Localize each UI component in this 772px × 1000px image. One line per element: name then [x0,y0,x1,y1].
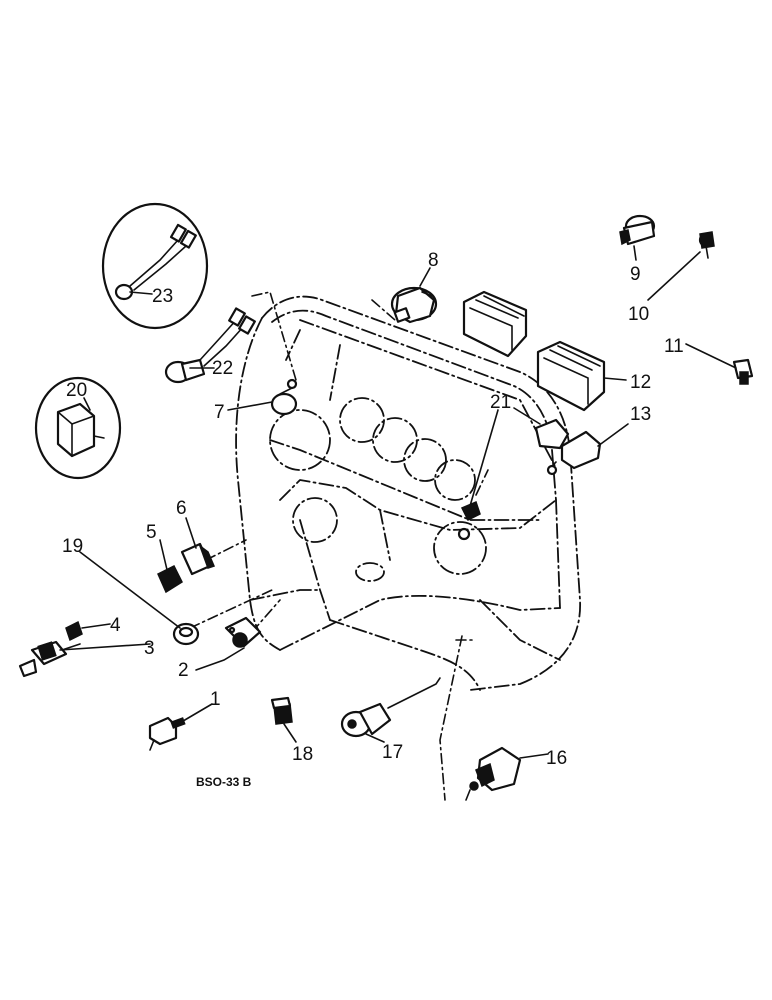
part-6-switch [180,542,216,576]
part-4-knob [65,620,83,642]
callout-10: 10 [628,304,649,325]
callout-8: 8 [428,250,439,271]
callout-5: 5 [146,522,157,543]
part-5-boot [157,564,183,594]
callout-18: 18 [292,744,313,765]
callout-23: 23 [152,286,173,307]
part-19-plug [172,622,200,646]
part-1-pressure-switch [148,716,186,751]
part-3-key-switch [18,640,81,678]
part-10-sender [698,231,715,259]
part-2-flange-socket [224,616,262,648]
part-12-module [462,290,606,412]
instrument-panel-housing [189,291,581,801]
part-9-oil-pressure-sender [619,214,656,246]
figure-code: BSO-33 B [196,775,252,789]
part-17-rotary-switch [340,677,441,738]
callout-12: 12 [630,372,651,393]
part-20-flasher-unit [34,376,122,480]
callout-leaders [59,245,737,759]
callout-labels: 1 2 3 4 5 6 7 8 9 10 11 12 13 16 17 18 1… [62,250,684,789]
callout-16: 16 [546,748,567,769]
callout-21: 21 [490,392,511,413]
callout-20: 20 [66,380,87,401]
callout-6: 6 [176,498,187,519]
part-13-switch [546,430,602,476]
part-11-switch [732,358,754,385]
callout-9: 9 [630,264,641,285]
callout-22: 22 [212,358,233,379]
part-7-lamp-holder [270,378,298,416]
part-8-gauge [390,286,438,324]
callout-4: 4 [110,615,121,636]
callout-11: 11 [664,336,684,357]
part-23-lamp-harness [101,202,209,330]
callout-13: 13 [630,404,651,425]
part-22-lamp-harness [164,307,256,384]
callout-1: 1 [210,689,221,710]
callout-17: 17 [382,742,403,763]
callout-3: 3 [144,638,155,659]
part-18-sender [270,696,293,725]
part-16-ignition-switch [465,746,522,801]
callout-2: 2 [178,660,189,681]
callout-19: 19 [62,536,83,557]
callout-7: 7 [214,402,225,423]
